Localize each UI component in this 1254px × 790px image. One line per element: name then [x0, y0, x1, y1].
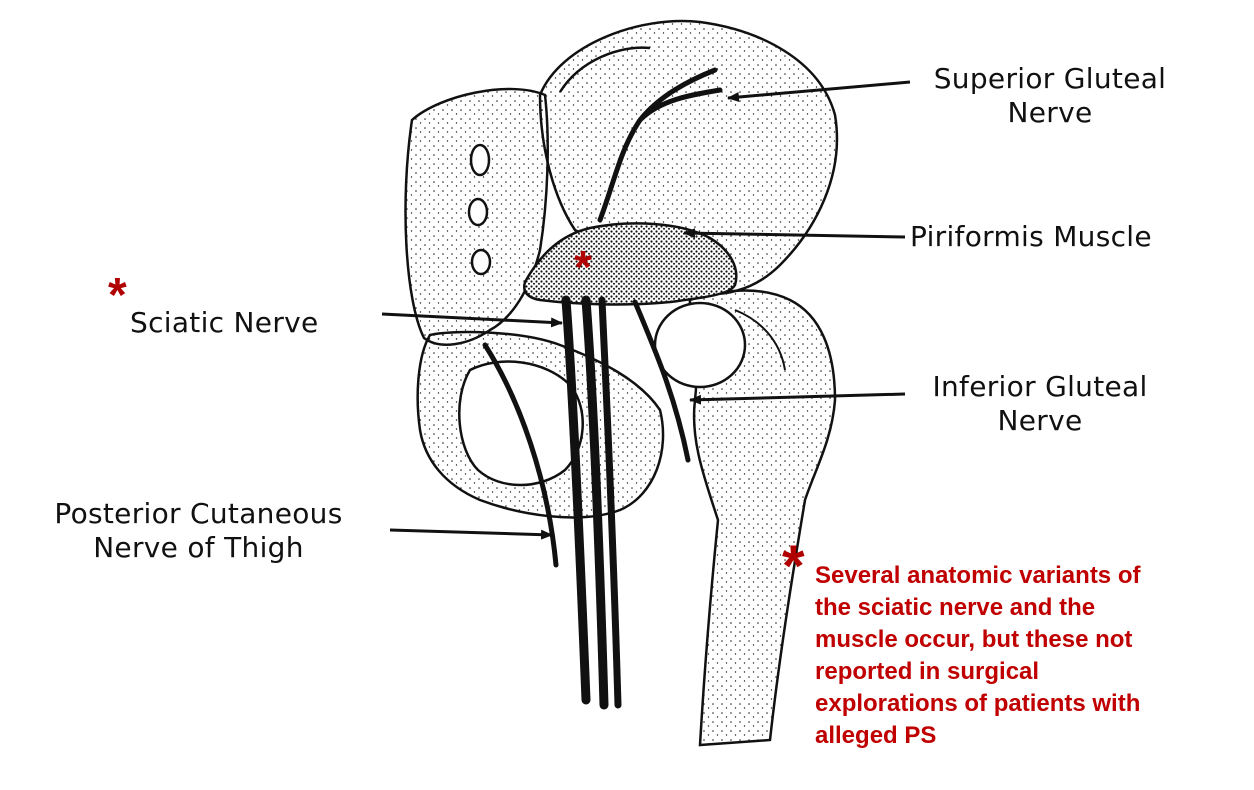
piriformis-muscle — [524, 223, 736, 304]
femur — [655, 291, 835, 745]
label-posterior-cutaneous-nerve: Posterior Cutaneous Nerve of Thigh — [6, 497, 391, 565]
sacral-foramen — [469, 199, 487, 225]
note-line: alleged PS — [815, 720, 1251, 752]
femoral-head — [655, 303, 745, 387]
label-line: Inferior Gluteal — [900, 370, 1180, 404]
label-sciatic-nerve: Sciatic Nerve — [130, 306, 390, 340]
label-superior-gluteal-nerve: Superior Gluteal Nerve — [905, 62, 1195, 130]
label-piriformis-muscle: Piriformis Muscle — [910, 220, 1240, 254]
label-inferior-gluteal-nerve: Inferior Gluteal Nerve — [900, 370, 1180, 438]
label-line: Nerve — [905, 96, 1195, 130]
variant-note: Several anatomic variants of the sciatic… — [815, 560, 1251, 752]
arrow-posterior-cutaneous — [390, 530, 552, 535]
sacral-foramen — [471, 145, 489, 175]
ischium — [418, 332, 663, 517]
note-line: explorations of patients with — [815, 688, 1251, 720]
label-line: Nerve of Thigh — [6, 531, 391, 565]
sacrum — [406, 89, 548, 345]
note-line: the sciatic nerve and the — [815, 592, 1251, 624]
asterisk-piriformis: * — [574, 244, 592, 290]
note-line: reported in surgical — [815, 656, 1251, 688]
label-line: Nerve — [900, 404, 1180, 438]
asterisk-sciatic: * — [108, 272, 127, 320]
sacral-foramen — [472, 250, 490, 274]
note-line: Several anatomic variants of — [815, 560, 1251, 592]
label-line: Superior Gluteal — [905, 62, 1195, 96]
note-line: muscle occur, but these not — [815, 624, 1251, 656]
asterisk-note: * — [782, 538, 805, 596]
label-line: Sciatic Nerve — [130, 306, 390, 340]
label-line: Posterior Cutaneous — [6, 497, 391, 531]
label-line: Piriformis Muscle — [910, 220, 1240, 254]
